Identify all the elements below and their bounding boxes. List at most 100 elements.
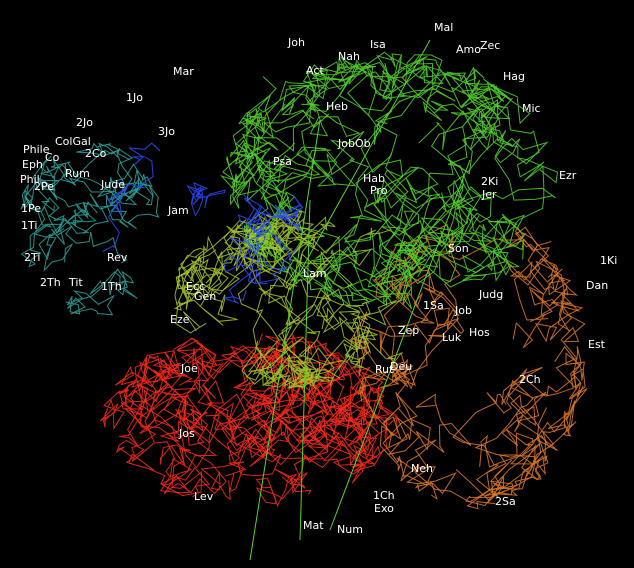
label-pro[interactable]: Pro xyxy=(370,184,388,197)
label-rum[interactable]: Rum xyxy=(65,167,90,180)
label-exo[interactable]: Exo xyxy=(374,502,394,515)
green-group-path xyxy=(291,122,559,300)
label-1ki[interactable]: 1Ki xyxy=(600,254,617,267)
label-jude[interactable]: Jude xyxy=(100,178,125,191)
yellowgreen-group-path xyxy=(245,288,341,390)
label-eph[interactable]: Eph xyxy=(22,158,43,171)
label-2ki[interactable]: 2Ki xyxy=(481,175,498,188)
label-neh[interactable]: Neh xyxy=(411,462,433,475)
blue-group-path xyxy=(223,220,286,304)
orange-group-path xyxy=(382,352,548,503)
orange-group-path xyxy=(474,366,584,465)
label-2ch[interactable]: 2Ch xyxy=(519,373,541,386)
label-psa[interactable]: Psa xyxy=(273,155,292,168)
green-group-path xyxy=(219,64,361,238)
label-hos[interactable]: Hos xyxy=(469,326,490,339)
label-ezr[interactable]: Ezr xyxy=(559,169,577,182)
orange-group-path xyxy=(379,391,472,501)
blue-group-path xyxy=(186,182,226,217)
teal-group-path xyxy=(65,268,138,316)
green-group-path xyxy=(312,157,492,310)
label-son[interactable]: Son xyxy=(448,242,469,255)
label-lam[interactable]: Lam xyxy=(303,267,327,280)
red-group-path xyxy=(115,396,218,498)
label-mar[interactable]: Mar xyxy=(173,65,194,78)
teal-group-path xyxy=(20,196,73,272)
cross-link-line xyxy=(329,159,471,531)
label-isa[interactable]: Isa xyxy=(370,38,386,51)
label-phil[interactable]: Phil xyxy=(20,173,40,186)
label-luk[interactable]: Luk xyxy=(442,331,462,344)
label-est[interactable]: Est xyxy=(588,338,606,351)
label-lev[interactable]: Lev xyxy=(194,490,214,503)
label-job[interactable]: Job xyxy=(454,304,472,317)
label-1jo[interactable]: 1Jo xyxy=(126,91,143,104)
label-joh[interactable]: Joh xyxy=(287,36,305,49)
green-group-path xyxy=(355,153,526,288)
label-dan[interactable]: Dan xyxy=(586,279,608,292)
label-2pe[interactable]: 2Pe xyxy=(34,180,54,193)
yellowgreen-group-path xyxy=(226,235,334,388)
label-colgal[interactable]: ColGal xyxy=(55,135,91,148)
red-group-path xyxy=(257,371,398,484)
green-group-path xyxy=(222,70,353,184)
label-3jo[interactable]: 3Jo xyxy=(158,125,175,138)
label-mat[interactable]: Mat xyxy=(303,519,324,532)
orange-group-path xyxy=(506,232,586,397)
teal-group-path xyxy=(76,142,160,234)
label-tit[interactable]: Tit xyxy=(68,276,83,289)
label-num[interactable]: Num xyxy=(337,523,363,536)
label-rev[interactable]: Rev xyxy=(107,251,128,264)
label-zep[interactable]: Zep xyxy=(398,324,419,337)
green-group-path xyxy=(373,78,556,257)
label-ecc[interactable]: Ecc xyxy=(186,280,205,293)
label-1th[interactable]: 1Th xyxy=(101,280,122,293)
label-2jo[interactable]: 2Jo xyxy=(76,116,93,129)
label-phile[interactable]: Phile xyxy=(23,143,50,156)
label-2co[interactable]: 2Co xyxy=(85,147,107,160)
label-gen[interactable]: Gen xyxy=(194,290,216,303)
yellowgreen-group-path xyxy=(173,235,241,326)
label-deu[interactable]: Deu xyxy=(390,360,412,373)
orange-group-path xyxy=(380,223,552,386)
label-co[interactable]: Co xyxy=(45,151,60,164)
label-eze[interactable]: Eze xyxy=(170,313,190,326)
orange-group-path xyxy=(465,346,588,507)
label-nah[interactable]: Nah xyxy=(338,50,360,63)
blue-group-path xyxy=(102,142,161,252)
red-group-path xyxy=(123,337,268,422)
label-hab[interactable]: Hab xyxy=(363,172,385,185)
yellowgreen-group-path xyxy=(268,268,404,383)
label-1sa[interactable]: 1Sa xyxy=(423,299,444,312)
label-2ti[interactable]: 2Ti xyxy=(24,251,40,264)
cross-link-line xyxy=(289,39,431,291)
label-amo[interactable]: Amo xyxy=(456,43,481,56)
label-act[interactable]: Act xyxy=(306,64,324,77)
label-2sa[interactable]: 2Sa xyxy=(495,495,516,508)
label-jobob[interactable]: JobOb xyxy=(337,137,371,150)
green-group-path xyxy=(352,53,460,174)
green-group-path xyxy=(281,51,395,129)
label-mal[interactable]: Mal xyxy=(434,21,453,34)
red-group-path xyxy=(240,380,381,495)
label-jam[interactable]: Jam xyxy=(167,204,189,217)
label-joe[interactable]: Joe xyxy=(180,362,198,375)
label-jer[interactable]: Jer xyxy=(481,188,497,201)
label-1ti[interactable]: 1Ti xyxy=(21,219,37,232)
cross-link-line xyxy=(249,119,321,561)
red-group-path xyxy=(99,351,193,430)
label-heb[interactable]: Heb xyxy=(326,100,348,113)
label-rut[interactable]: Rut xyxy=(375,363,394,376)
label-hag[interactable]: Hag xyxy=(503,70,525,83)
label-mic[interactable]: Mic xyxy=(522,102,541,115)
label-zec[interactable]: Zec xyxy=(480,39,500,52)
teal-group-path xyxy=(49,193,128,264)
label-1ch[interactable]: 1Ch xyxy=(373,489,395,502)
label-judg[interactable]: Judg xyxy=(478,288,503,301)
label-jos[interactable]: Jos xyxy=(178,427,195,440)
label-2th[interactable]: 2Th xyxy=(40,276,61,289)
label-1pe[interactable]: 1Pe xyxy=(21,202,41,215)
green-group-path xyxy=(323,205,427,307)
orange-group-path xyxy=(352,271,459,402)
